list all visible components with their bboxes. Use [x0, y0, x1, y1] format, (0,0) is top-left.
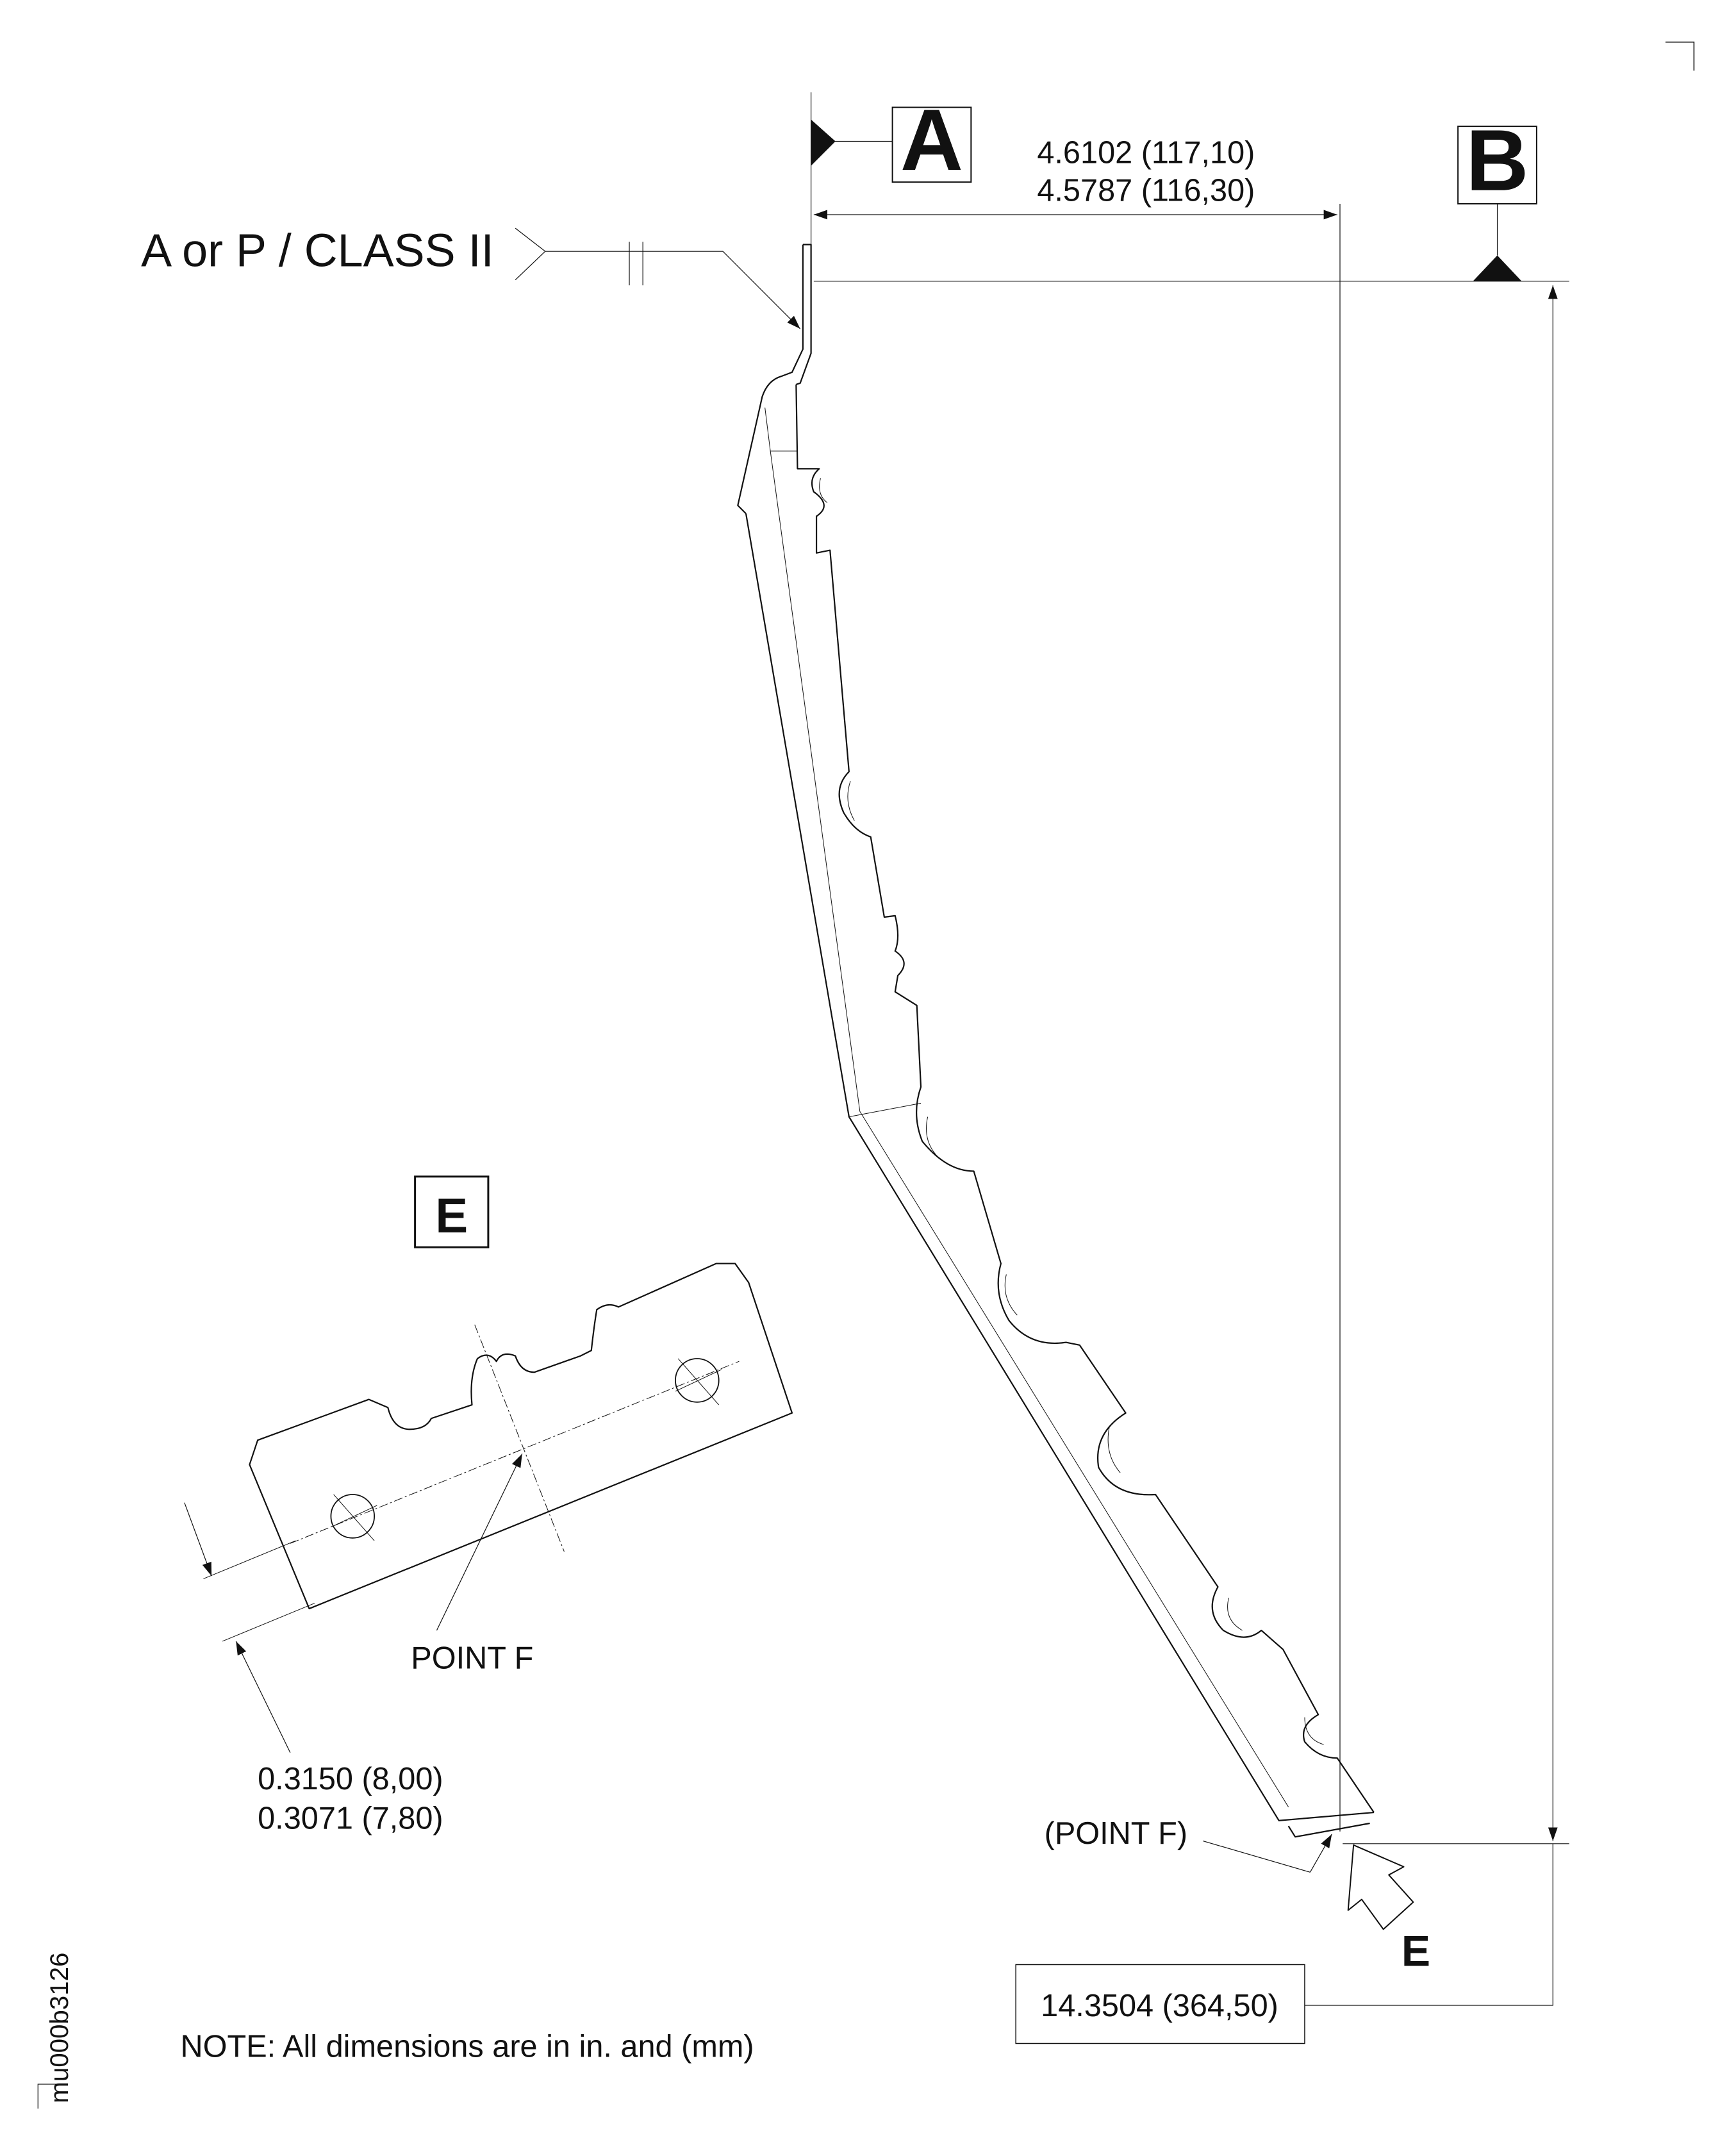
point-f-ref-leader [1203, 1834, 1332, 1872]
point-f-ref: (POINT F) [1045, 1816, 1187, 1851]
datum-a-triangle [811, 119, 836, 166]
bracket-part [738, 245, 1374, 1837]
datum-a-label: A [900, 91, 963, 188]
corner-mark [1666, 42, 1694, 71]
datum-b-box [1458, 126, 1537, 204]
dim-top-max: 4.6102 (117,10) [1037, 135, 1255, 170]
surface-callout: A or P / CLASS II [141, 225, 493, 276]
detail-e-width-dimension [185, 1503, 290, 1753]
drawing-id: mu000b3126 [45, 1953, 74, 2103]
drawing-id-mark: mu000b3126 [38, 1953, 74, 2109]
point-f-leader [436, 1454, 522, 1630]
dim-top-min: 4.5787 (116,30) [1037, 174, 1255, 208]
detail-e-box [415, 1177, 488, 1247]
dimension-lines [811, 92, 1569, 2005]
dim-height-box [1016, 1964, 1305, 2043]
detail-e-label: E [435, 1189, 468, 1243]
dim-width-min: 0.3071 (7,80) [258, 1801, 443, 1835]
dim-width-max: 0.3150 (8,00) [258, 1762, 443, 1796]
detail-e-holes [331, 1359, 718, 1538]
bracket-inner-lines [765, 408, 1324, 1807]
note-text: NOTE: All dimensions are in in. and (mm) [180, 2030, 754, 2064]
datum-b-triangle [1473, 255, 1522, 281]
datum-b-label: B [1466, 112, 1529, 209]
datum-a-box [893, 107, 971, 182]
surface-callout-leader [515, 228, 800, 329]
view-e-label: E [1401, 1928, 1430, 1976]
point-f-label: POINT F [411, 1641, 533, 1675]
detail-e-part [249, 1264, 792, 1609]
dim-height-value: 14.3504 (364,50) [1041, 1989, 1278, 2023]
detail-e-centerlines [203, 1325, 739, 1641]
view-e-arrow [1348, 1845, 1414, 1929]
